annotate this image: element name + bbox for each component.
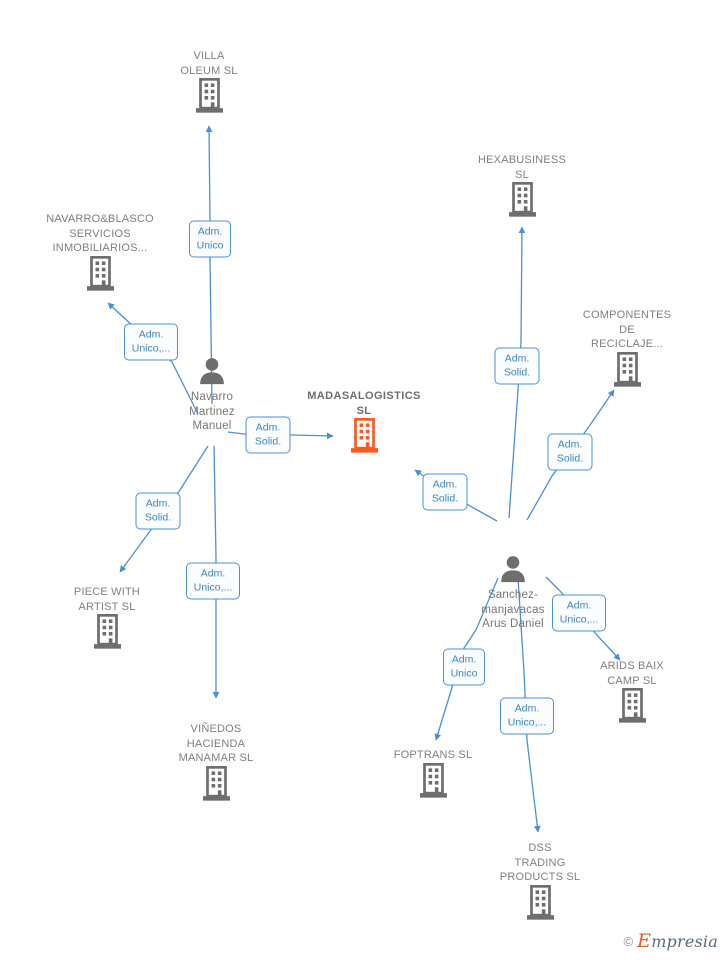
node-sanchez-daniel[interactable]: Sanchez- manjavacas Arus Daniel [448, 555, 578, 632]
node-foptrans[interactable]: FOPTRANS SL [368, 748, 498, 804]
node-label-navarro-martinez: Navarro Martinez Manuel [189, 391, 235, 432]
node-label-piece-with-artist: PIECE WITH ARTIST SL [73, 586, 141, 613]
edge-label-e-sanchez-hexa[interactable]: Adm. Solid. [494, 347, 540, 385]
edge-label-e-navarro-madasa[interactable]: Adm. Solid. [245, 416, 291, 454]
brand-name: Empresia [637, 930, 718, 952]
edge-label-e-sanchez-dss[interactable]: Adm. Unico,... [500, 697, 554, 735]
copyright-icon: © [623, 933, 634, 949]
node-villa-oleum[interactable]: VILLA OLEUM SL [144, 49, 274, 119]
edge-label-e-navarro-blasco[interactable]: Adm. Unico,... [124, 323, 178, 361]
node-dss-trading[interactable]: DSS TRADING PRODUCTS SL [475, 841, 605, 926]
brand-initial: E [637, 930, 652, 952]
edge-label-e-sanchez-foptrans[interactable]: Adm. Unico [443, 648, 485, 686]
edge-label-e-sanchez-componentes[interactable]: Adm. Solid. [547, 433, 593, 471]
building-icon [562, 351, 692, 393]
node-hexabusiness[interactable]: HEXABUSINESS SL [457, 153, 587, 223]
node-vinedos-manamar[interactable]: VIÑEDOS HACIENDA MANAMAR SL [151, 722, 281, 807]
node-label-componentes: COMPONENTES DE RECICLAJE... [582, 309, 672, 350]
node-piece-with-artist[interactable]: PIECE WITH ARTIST SL [42, 585, 172, 655]
node-label-navarro-blasco: NAVARRO&BLASCO SERVICIOS INMOBILIARIOS..… [46, 213, 154, 254]
building-icon [368, 762, 498, 804]
node-madasalogistics[interactable]: MADASALOGISTICS SL [299, 389, 429, 459]
building-icon [475, 884, 605, 926]
edge-label-e-navarro-piece[interactable]: Adm. Solid. [135, 492, 181, 530]
building-icon [299, 418, 429, 459]
node-label-arids-baix-camp: ARIDS BAIX CAMP SL [600, 660, 664, 687]
node-arids-baix-camp[interactable]: ARIDS BAIX CAMP SL [567, 659, 697, 729]
node-label-sanchez-daniel: Sanchez- manjavacas Arus Daniel [481, 589, 545, 630]
building-icon [35, 255, 165, 297]
building-icon [151, 765, 281, 807]
edge-label-e-navarro-villa[interactable]: Adm. Unico [189, 220, 231, 258]
node-navarro-blasco[interactable]: NAVARRO&BLASCO SERVICIOS INMOBILIARIOS..… [35, 212, 165, 297]
brand-rest: mpresia [651, 932, 718, 951]
edge-label-e-sanchez-madasa[interactable]: Adm. Solid. [422, 473, 468, 511]
edge-label-e-sanchez-arids[interactable]: Adm. Unico,... [552, 594, 606, 632]
building-icon [567, 688, 697, 729]
person-icon [147, 357, 277, 390]
building-icon [144, 78, 274, 119]
node-label-dss-trading: DSS TRADING PRODUCTS SL [499, 842, 581, 883]
node-label-hexabusiness: HEXABUSINESS SL [478, 154, 566, 181]
building-icon [42, 614, 172, 655]
edge-label-e-navarro-vinedos[interactable]: Adm. Unico,... [186, 562, 240, 600]
node-label-vinedos-manamar: VIÑEDOS HACIENDA MANAMAR SL [178, 723, 254, 764]
node-label-madasalogistics: MADASALOGISTICS SL [307, 390, 421, 417]
node-navarro-martinez[interactable]: Navarro Martinez Manuel [147, 357, 277, 434]
node-label-villa-oleum: VILLA OLEUM SL [180, 50, 238, 77]
node-label-foptrans: FOPTRANS SL [393, 749, 473, 761]
node-componentes[interactable]: COMPONENTES DE RECICLAJE... [562, 308, 692, 393]
empresia-watermark: © Empresia [624, 930, 718, 952]
person-icon [448, 555, 578, 588]
building-icon [457, 182, 587, 223]
